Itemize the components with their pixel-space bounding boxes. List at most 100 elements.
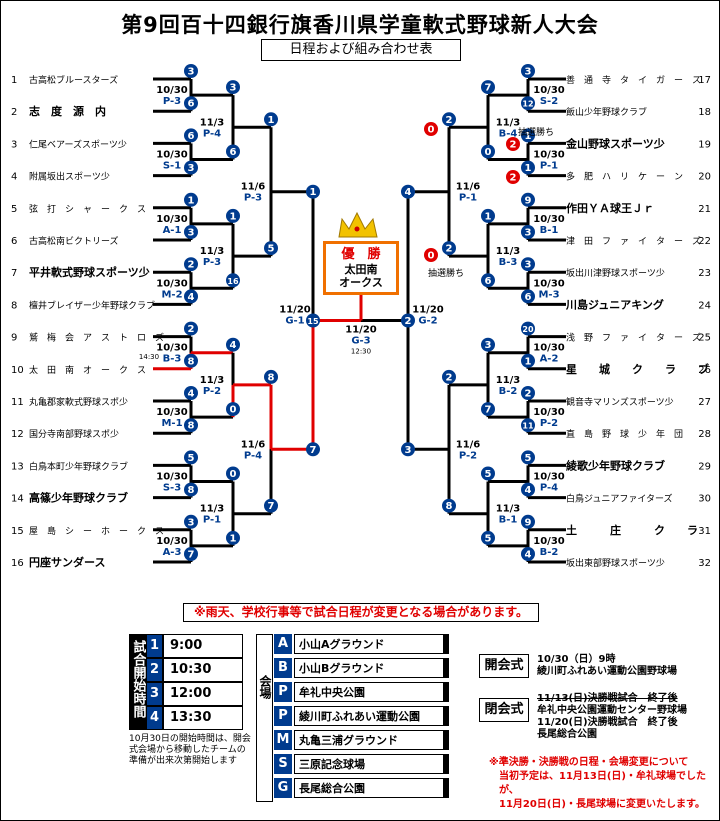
- right-team-no-29: 29: [698, 461, 711, 472]
- right-r1-score-bottom: [521, 225, 535, 239]
- left-r2-score-bottom-value: 6: [230, 147, 237, 158]
- right-team-no-19: 19: [698, 139, 711, 150]
- left-team-1: 古高松ブルースターズ: [29, 74, 118, 86]
- closing-line3: 11/20(日)決勝戦試合 終了後: [537, 717, 678, 728]
- red-score-4: [424, 248, 438, 262]
- left-r1-score-top-value: 4: [188, 389, 195, 400]
- venue-row-edge: [444, 658, 449, 678]
- schedule-change-notice: ※雨天、学校行事等で試合日程が変更となる場合があります。: [183, 603, 539, 622]
- left-r1-game-3-code: M-2: [161, 289, 182, 300]
- left-team-no-15: 15: [11, 526, 24, 537]
- red-score-4-value: 0: [428, 251, 435, 262]
- right-team-20: 多 肥 ハ リ ケ ー ン: [566, 171, 683, 183]
- left-r2-score-top: [226, 337, 240, 352]
- right-r1-score-top: [521, 128, 535, 143]
- right-r2-score-bottom: [481, 402, 495, 417]
- right-r3-score-bottom-value: 8: [446, 501, 453, 512]
- red-score-2: [506, 137, 520, 151]
- opening-line2: 綾川町ふれあい運動公園野球場: [537, 666, 677, 677]
- final-date: 11/20: [345, 325, 377, 336]
- closing-info: 11/13(日)決勝戦試合 終了後 牟礼中央公園運動センター野球場 11/20(…: [537, 693, 717, 741]
- left-r1-game-4-code: B-3: [163, 354, 182, 365]
- left-r1-score-top: [184, 128, 198, 143]
- champion-box: 優 勝 太田南 オークス: [323, 241, 399, 295]
- left-r1-game-5-date: 10/30: [156, 407, 188, 418]
- venue-row-edge: [444, 730, 449, 750]
- final-right-score-value: 2: [405, 316, 412, 327]
- right-team-no-18: 18: [698, 107, 711, 118]
- right-team-no-27: 27: [698, 397, 711, 408]
- left-r1-score-bottom-value: 3: [188, 163, 195, 174]
- right-team-17: 善 通 寺 タ イ ガ ー ス: [566, 74, 701, 86]
- right-r2-score-top-value: 3: [485, 340, 492, 351]
- right-r1-game-1-date: 10/30: [533, 150, 565, 161]
- right-r3-score-top-value: 2: [446, 115, 453, 126]
- right-r1-score-bottom: [521, 482, 535, 497]
- right-team-no-17: 17: [698, 75, 711, 86]
- left-team-no-4: 4: [11, 172, 17, 183]
- left-r3-game-1-code: P-4: [244, 450, 262, 461]
- left-r1-game-1-date: 10/30: [156, 150, 188, 161]
- right-team-18: 飯山少年野球クラブ: [566, 106, 647, 118]
- left-r1-score-top: [184, 64, 198, 78]
- right-r2-score-bottom: [481, 144, 495, 159]
- right-team-no-26: 26: [698, 365, 711, 376]
- right-r1-score-bottom-value: 4: [525, 485, 532, 496]
- venue-row-edge: [444, 754, 449, 774]
- right-r1-score-top-value: 3: [525, 67, 532, 78]
- left-r2-game-0-code: P-4: [203, 128, 221, 139]
- right-r2-game-3-date: 11/3: [496, 504, 521, 515]
- opening-label: 開会式: [479, 654, 529, 678]
- left-r2-game-0-date: 11/3: [200, 117, 225, 128]
- left-r3-game-1-date: 11/6: [241, 439, 266, 450]
- page-title: 第9回百十四銀行旗香川県学童軟式野球新人大会: [121, 13, 599, 37]
- venue-name: 三原記念球場: [294, 754, 444, 774]
- times-header: 試合開始時間: [129, 634, 146, 730]
- right-r1-score-top: [521, 386, 535, 400]
- venue-name: 小山Aグラウンド: [294, 634, 444, 654]
- left-r1-game-0-date: 10/30: [156, 85, 188, 96]
- left-r1-score-bottom: [184, 96, 198, 111]
- left-r2-score-bottom: [226, 530, 240, 545]
- red-score-1-value: 0: [428, 125, 435, 136]
- left-r1-game-5-code: M-1: [161, 418, 182, 429]
- left-r1-score-bottom: [184, 353, 198, 368]
- venue-name: 丸亀三浦グラウンド: [294, 730, 444, 750]
- right-team-27: 観音寺マリンズスポーツ少: [566, 396, 674, 408]
- right-r1-game-2-code: B-1: [540, 225, 559, 236]
- right-r3-score-bottom: [442, 241, 456, 256]
- left-r1-game-6-date: 10/30: [156, 472, 188, 483]
- left-r2-game-2-code: P-2: [203, 386, 221, 397]
- left-r1-score-bottom-value: 6: [188, 99, 195, 110]
- venue-name: 牟礼中央公園: [294, 682, 444, 702]
- right-semi-score-top: [401, 184, 415, 199]
- left-r3-score-bottom: [264, 241, 278, 256]
- final-left-score-value: 15: [307, 317, 319, 326]
- time-slot-value: 12:00: [163, 682, 243, 706]
- left-r1-score-top: [184, 321, 198, 336]
- right-r1-game-0-date: 10/30: [533, 85, 565, 96]
- left-team-9: 鷲 梅 会 ア ス ト ロ ズ: [29, 332, 164, 344]
- right-r1-score-bottom: [521, 418, 535, 433]
- right-r1-score-bottom-value: 3: [525, 228, 532, 239]
- right-r1-score-top: [521, 192, 535, 207]
- change-note-line3: 11月20日(日)・長尾球場に変更いたします。: [499, 799, 705, 810]
- right-r3-game-1-date: 11/6: [456, 439, 481, 450]
- left-r1-score-top-value: 1: [188, 195, 195, 206]
- left-r1-score-bottom-value: 4: [188, 292, 195, 303]
- left-r1-score-top-value: 5: [188, 453, 195, 464]
- right-r1-score-bottom-value: 4: [525, 550, 532, 561]
- right-r2-game-0-date: 11/3: [496, 117, 521, 128]
- right-r2-score-bottom-value: 0: [485, 147, 492, 158]
- right-r1-game-3-date: 10/30: [533, 278, 565, 289]
- right-team-22: 津 田 フ ァ イ タ ー ズ: [566, 235, 701, 247]
- left-team-6: 古高松南ビクトリーズ: [29, 235, 119, 247]
- left-team-3: 仁尾ベアーズスポーツ少: [29, 138, 127, 150]
- right-r1-game-6-code: P-4: [540, 483, 558, 494]
- right-r2-score-bottom-value: 5: [485, 533, 492, 544]
- right-r1-score-top-value: 20: [522, 325, 534, 334]
- red-score-3-value: 2: [510, 173, 517, 184]
- left-r2-score-top: [226, 466, 240, 481]
- left-r3-score-bottom: [264, 498, 278, 513]
- left-r1-score-top: [184, 386, 198, 400]
